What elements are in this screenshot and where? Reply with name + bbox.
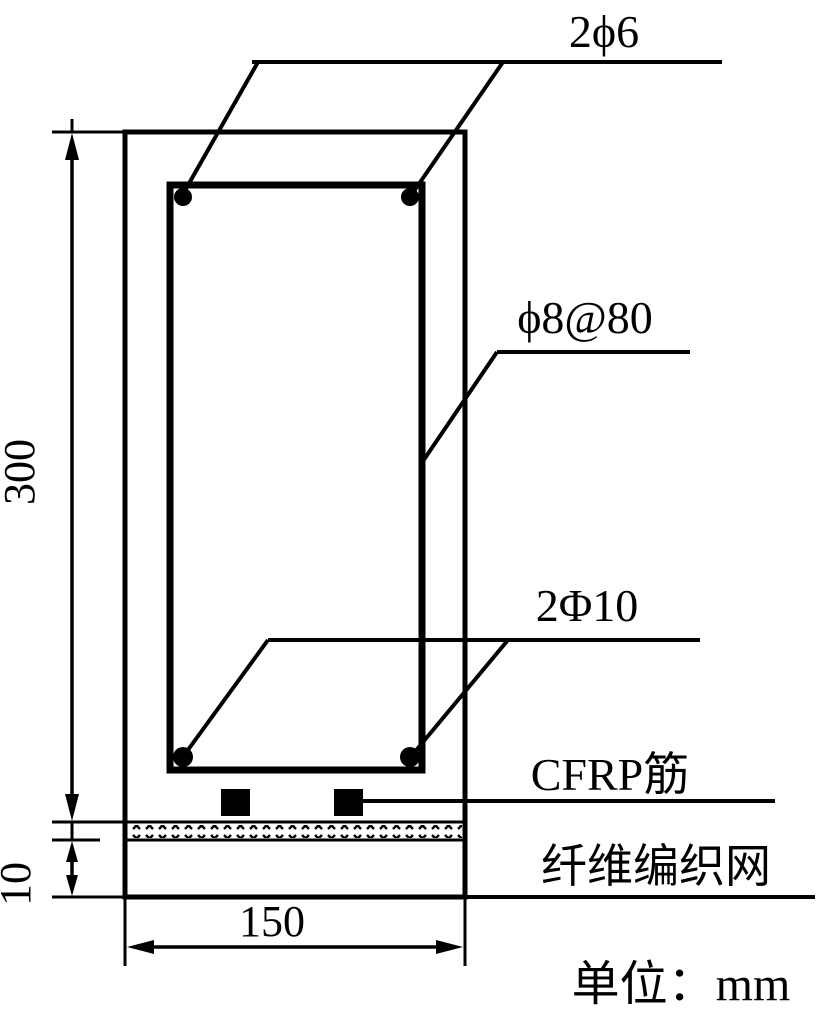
dim150-arrow-right (436, 940, 463, 954)
dim300-arrow-up (65, 133, 79, 160)
dim10-arrow-up (66, 841, 78, 862)
rebar-dots (173, 188, 420, 767)
dimension-150 (123, 899, 467, 966)
label-stirrup: ϕ8@80 (517, 292, 653, 343)
dim-text-10: 10 (0, 862, 40, 906)
label-bottom-bars: 2Φ10 (536, 580, 639, 631)
label-top-bars: 2ϕ6 (569, 6, 639, 57)
cfrp-bars (221, 789, 363, 816)
label-fiber-mesh: 纤维编织网 (541, 841, 771, 892)
leader-stirrup (419, 350, 690, 466)
mesh-strip-texture (128, 825, 462, 838)
leader-bottom-bars-diagonal-right (411, 638, 510, 756)
leader-top-bars-diagonal-right (410, 60, 505, 196)
leader-bottom-bars (183, 638, 700, 756)
unit-note: 单位：mm (572, 958, 791, 1011)
fiber-mesh-strip (125, 820, 465, 842)
leader-stirrup-diagonal (419, 350, 499, 466)
dim300-arrow-down (65, 794, 79, 821)
dimension-10 (52, 841, 125, 899)
dimension-300 (52, 119, 125, 824)
dim10-arrow-down (66, 875, 78, 896)
beam-outline (122, 129, 468, 900)
mesh-thickness-ticks (52, 822, 100, 842)
top-left-bar-dot (174, 188, 192, 206)
dim-text-150: 150 (239, 897, 305, 946)
leader-bottom-bars-diagonal-left (183, 638, 270, 756)
cfrp-bar-left (221, 789, 250, 816)
dim-text-300: 300 (0, 439, 44, 505)
label-cfrp: CFRP筋 (531, 749, 690, 800)
leader-top-bars-diagonal-left (181, 61, 260, 195)
leader-top-bars (181, 60, 722, 196)
stirrup-rect (166, 181, 426, 774)
dim150-arrow-left (127, 940, 154, 954)
